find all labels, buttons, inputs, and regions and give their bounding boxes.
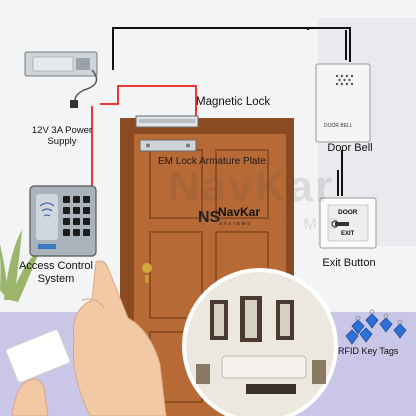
magnetic-lock-label: Magnetic Lock — [196, 96, 271, 108]
watermark-subtext: SYSTEMS — [196, 216, 350, 233]
exit-button-label: Exit Button — [322, 257, 376, 269]
rfid-tags-icon — [345, 313, 407, 345]
watermark-text: NavKar — [168, 162, 335, 211]
psu-label: 12V 3A Power Supply — [31, 125, 93, 147]
access-control-label: Access Control System — [19, 260, 93, 285]
brand-tagline: SYSTEMS — [219, 221, 252, 226]
exit-button-device — [319, 197, 377, 249]
plant-decoration — [0, 230, 40, 302]
brand-logo-text: NS — [198, 209, 221, 226]
rfid-card — [5, 329, 71, 416]
access-control-device — [29, 185, 97, 257]
hand-illustration — [72, 260, 167, 416]
door-bell-device — [315, 63, 371, 143]
psu-device — [24, 51, 98, 108]
door-bell-label: Door Bell — [327, 142, 373, 154]
armature-plate-label: EM Lock Armature Plate — [158, 156, 266, 167]
door-knob — [142, 263, 152, 283]
red-wires — [91, 85, 197, 194]
brand-logo-icon: NS — [198, 209, 221, 226]
black-wires — [112, 27, 351, 196]
exit-device-top-text: DOOR — [338, 209, 358, 216]
rfid-tags-label: RFID Key Tags — [338, 346, 399, 356]
interior-photo — [182, 268, 338, 416]
brand-name: NavKar — [218, 205, 261, 219]
magnetic-lock — [135, 115, 199, 128]
exit-device-bottom-text: EXIT — [341, 231, 355, 237]
bell-device-text: DOOR BELL — [324, 123, 353, 129]
armature-plate — [139, 139, 197, 152]
rfid-rings — [355, 309, 403, 325]
